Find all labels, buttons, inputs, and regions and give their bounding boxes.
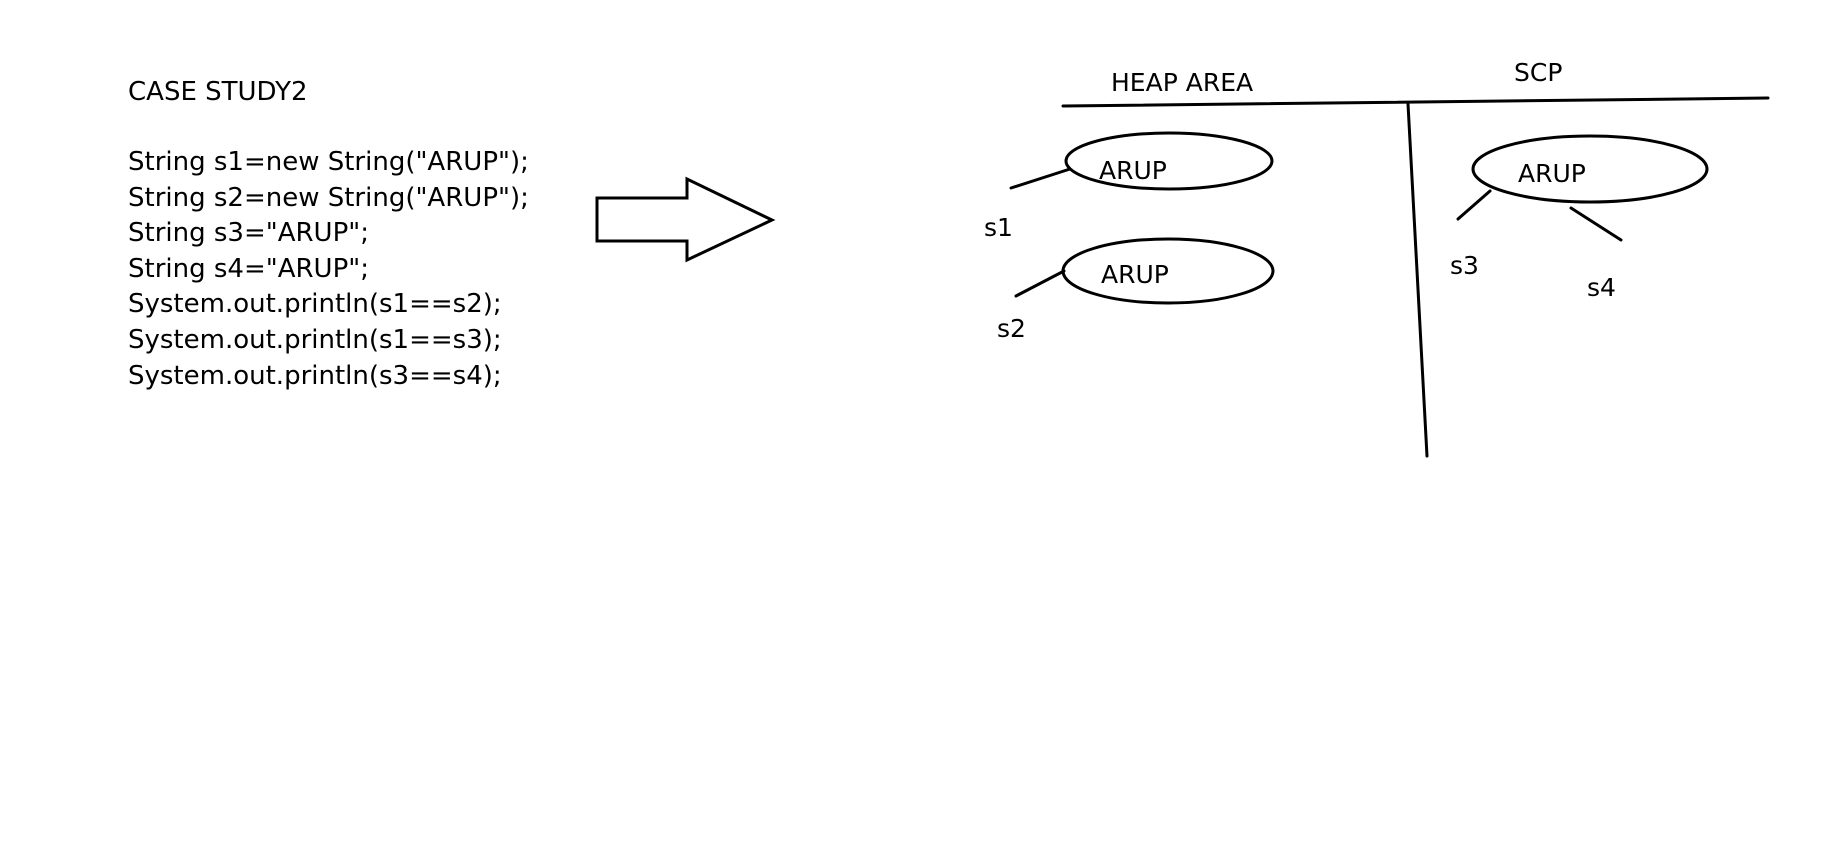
code-line: String s3="ARUP"; xyxy=(128,218,369,249)
heap-object-label: ARUP xyxy=(1099,156,1167,185)
reference-pointer xyxy=(1456,189,1492,221)
horizontal-divider-line xyxy=(1061,96,1770,108)
vertical-divider-line xyxy=(1406,102,1429,458)
reference-pointer xyxy=(1009,167,1072,190)
reference-label-s3: s3 xyxy=(1450,251,1479,280)
reference-pointer xyxy=(1569,206,1623,242)
code-line: String s4="ARUP"; xyxy=(128,253,369,284)
reference-label-s1: s1 xyxy=(984,213,1013,242)
reference-label-s4: s4 xyxy=(1587,273,1616,302)
code-line: System.out.println(s3==s4); xyxy=(128,360,502,391)
code-line: System.out.println(s1==s3); xyxy=(128,324,502,355)
code-line: String s2=new String("ARUP"); xyxy=(128,182,529,213)
right-arrow-icon xyxy=(595,176,776,263)
scp-object-ellipse xyxy=(1471,134,1709,204)
reference-pointer xyxy=(1014,269,1066,298)
scp-object-label: ARUP xyxy=(1518,159,1586,188)
code-listing: String s1=new String("ARUP"); String s2=… xyxy=(128,145,529,394)
code-line: System.out.println(s1==s2); xyxy=(128,289,502,320)
heap-object-ellipse xyxy=(1064,131,1274,191)
heap-object-label: ARUP xyxy=(1101,260,1169,289)
code-line: String s1=new String("ARUP"); xyxy=(128,147,529,177)
reference-label-s2: s2 xyxy=(997,314,1026,343)
scp-label: SCP xyxy=(1514,58,1562,87)
heap-area-label: HEAP AREA xyxy=(1111,68,1253,97)
case-study-title: CASE STUDY2 xyxy=(128,77,308,107)
